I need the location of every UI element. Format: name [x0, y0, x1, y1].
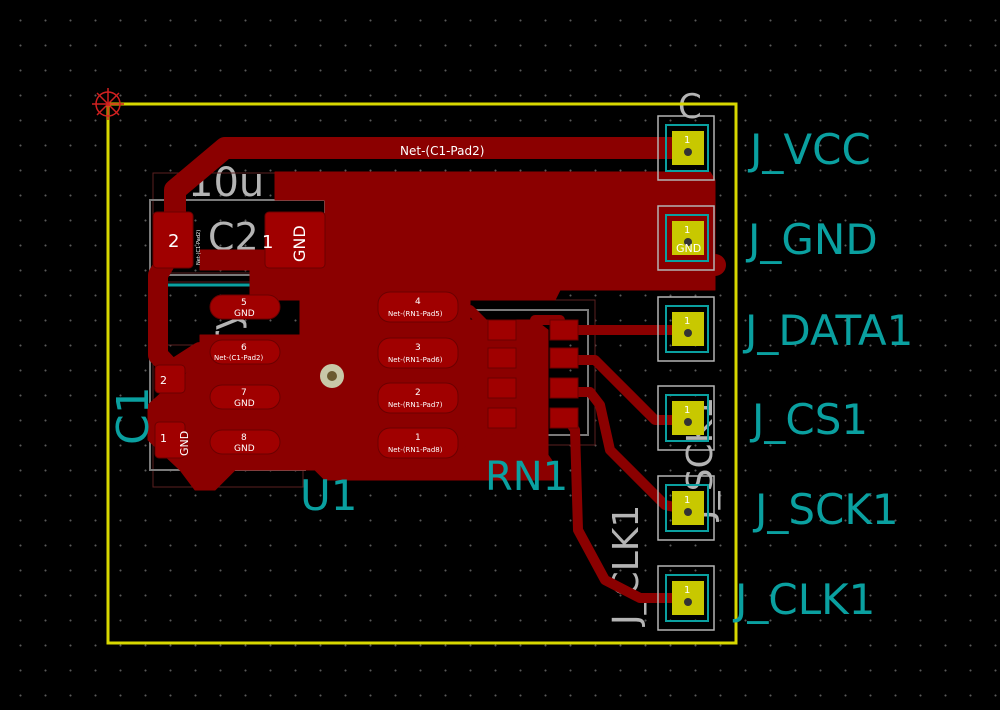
connector-ref-label: J_CLK1 — [732, 575, 875, 624]
connector-j-clk1[interactable]: 1 J_CLK1 — [657, 565, 875, 631]
u1-pad6-net: Net-(C1-Pad2) — [214, 354, 264, 362]
u1-pad8-net: GND — [234, 444, 255, 454]
c1-pad2-num: 2 — [160, 374, 167, 387]
rn1-footprint: 4 Net-(RN1-Pad5) 3 Net-(RN1-Pad6) 2 Net-… — [377, 291, 579, 459]
rn1-pad4-num: 4 — [415, 297, 421, 307]
c1-pad1-net: GND — [178, 431, 191, 456]
c2-pad2-net: Net-(C1-Pad2) — [196, 230, 202, 265]
connector-j-cs1[interactable]: 1 J_CS1 — [657, 385, 868, 451]
connector-ref-label: J_CS1 — [749, 395, 868, 444]
u1-footprint: 5 GND 6 Net-(C1-Pad2) 7 GND 8 GND — [209, 294, 281, 455]
connector-pad-net: GND — [676, 242, 701, 255]
rn1-pad2-net: Net-(RN1-Pad7) — [388, 401, 443, 409]
connector-j-sck1[interactable]: 1 J_SCK1 — [657, 475, 899, 541]
c2-pad2-num: 2 — [168, 231, 179, 252]
u1-pad8-num: 8 — [241, 433, 247, 443]
connector-j-data1[interactable]: 1 J_DATA1 — [657, 296, 913, 362]
ref-u1: U1 — [300, 471, 357, 520]
connector-pin-number: 1 — [684, 135, 690, 146]
c1-footprint: 2 1 GND — [154, 364, 191, 459]
connector-pin-number: 1 — [684, 225, 690, 236]
connector-ref-label: J_SCK1 — [752, 485, 899, 534]
rn1-pad3-net: Net-(RN1-Pad6) — [388, 356, 443, 364]
trace-c2-c1 — [148, 245, 255, 380]
rn1-pad2-num: 2 — [415, 388, 421, 398]
trace-c1-pad2 — [164, 137, 699, 241]
u1-pad6-num: 6 — [241, 343, 247, 353]
net-label-c1-pad2: Net-(C1-Pad2) — [400, 144, 484, 158]
c2-pad1-net: GND — [290, 225, 309, 262]
mounting-hole — [320, 364, 344, 388]
ref-layer: C1 U1 RN1 — [108, 386, 568, 520]
rn1-pad1-num: 1 — [415, 433, 421, 443]
rn1-pad4-net: Net-(RN1-Pad5) — [388, 310, 443, 318]
connector-j-vcc[interactable]: 1 J_VCC — [657, 115, 871, 181]
u1-pad5-net: GND — [234, 309, 255, 319]
origin-marker-icon — [92, 88, 124, 120]
c2-pad2 — [152, 211, 194, 269]
trace-cs1 — [563, 355, 693, 425]
c1-pad1-num: 1 — [160, 432, 167, 445]
connector-pin-number: 1 — [684, 405, 690, 416]
connector-ref-label: J_VCC — [747, 125, 871, 174]
connector-pin-number: 1 — [684, 585, 690, 596]
ref-rn1: RN1 — [485, 454, 568, 500]
u1-pad5-num: 5 — [241, 298, 247, 308]
rn1-pad1-net: Net-(RN1-Pad8) — [388, 446, 443, 454]
silk-top-c: C — [678, 87, 702, 127]
connector-pin-number: 1 — [684, 316, 690, 327]
u1-pad7-net: GND — [234, 399, 255, 409]
silk-vert-clk: J_CLK1 — [606, 505, 647, 627]
c2-pad1-num: 1 — [262, 232, 273, 253]
c2-pad1 — [264, 211, 326, 269]
rn1-pad3-num: 3 — [415, 343, 421, 353]
trace-sck1 — [563, 387, 693, 515]
ref-c1: C1 — [108, 386, 159, 445]
connector-pin-number: 1 — [684, 495, 690, 506]
connector-ref-label: J_DATA1 — [742, 306, 913, 355]
c2-footprint: 2 1 GND Net-(C1-Pad2) — [152, 211, 326, 269]
connector-ref-label: J_GND — [745, 215, 878, 264]
board-edge-cuts — [106, 102, 738, 645]
u1-pad7-num: 7 — [241, 388, 247, 398]
